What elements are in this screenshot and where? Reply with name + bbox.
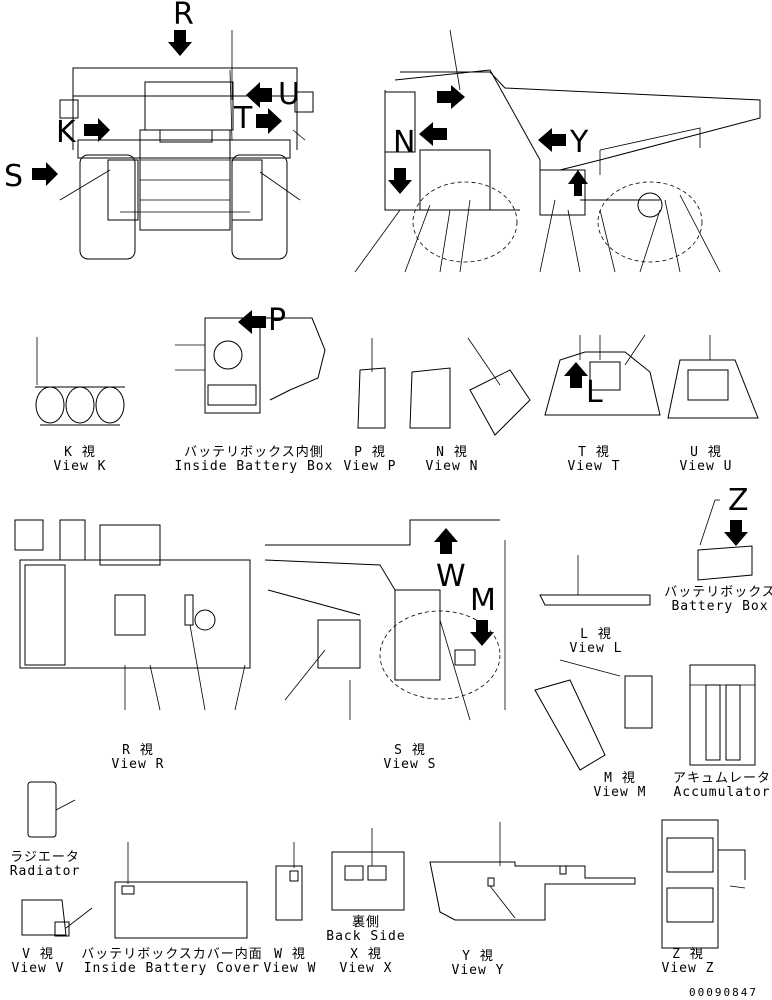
view-n-drawing [409,337,531,436]
view-u-drawing [667,335,759,419]
letter-l: L [586,375,603,410]
arrow-w [434,528,458,554]
view-arrows [32,30,748,646]
view-v-drawing [21,899,93,937]
front-view-truck [59,30,314,260]
arrow-m [470,620,494,646]
view-l-drawing [539,555,651,606]
arrow-n [419,122,447,146]
view-s-drawing [264,519,506,721]
arrow-l [564,362,588,388]
arrow-r [168,30,192,56]
view-k-drawing [35,337,125,426]
view-r-drawing [14,519,251,711]
letter-u: U [278,77,300,112]
arrow-z [724,520,748,546]
arrow-k [84,118,110,142]
letter-s: S [4,159,24,194]
arrow-p [238,310,266,334]
arrow-u [246,82,272,108]
view-y-drawing [429,822,636,921]
side-view-truck [354,29,761,273]
arrow-y [538,128,566,152]
document-number: 00090847 [689,986,758,999]
battery-box-inside-drawing [175,317,326,414]
arrow-side-right [437,85,465,109]
battery-cover-drawing [114,842,248,939]
arrow-side-down [388,168,412,194]
radiator-drawing [27,781,76,838]
arrow-s [32,162,58,186]
arrow-t [256,108,282,134]
letter-t: T [234,101,253,136]
view-p-drawing [357,338,386,429]
letter-r: R [173,0,194,32]
battery-box-drawing [697,499,753,581]
letter-n: N [393,125,416,160]
letter-p: P [268,303,287,338]
view-z-drawing [661,819,746,949]
view-m-drawing [534,659,653,771]
letter-w: W [436,559,466,594]
letter-k: K [56,115,76,150]
arrow-side-up [568,170,588,196]
view-w-drawing [275,842,303,921]
accumulator-drawing [689,664,756,766]
letter-z: Z [728,483,749,518]
view-t-drawing [544,334,661,416]
view-x-drawing [331,828,405,911]
letter-m: M [470,583,496,618]
letter-y: Y [570,125,589,160]
